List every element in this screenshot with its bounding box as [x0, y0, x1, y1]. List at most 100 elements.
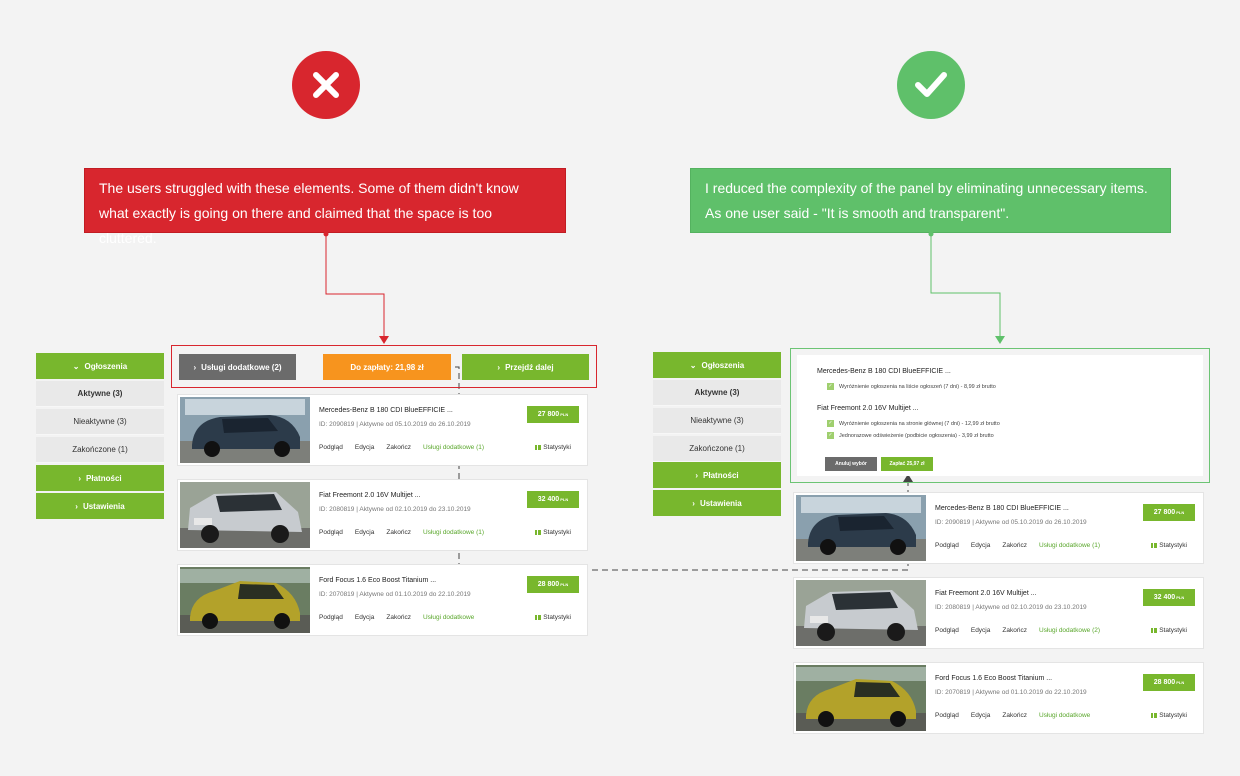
- car-photo-fiat: [180, 482, 310, 548]
- listing-title[interactable]: Ford Focus 1.6 Eco Boost Titanium ...: [935, 675, 1053, 682]
- stats-link[interactable]: Statystyki: [1151, 542, 1187, 549]
- edit-link[interactable]: Edycja: [970, 542, 991, 549]
- sidebar-nieaktywne[interactable]: Nieaktywne (3): [653, 408, 781, 434]
- end-link[interactable]: Zakończ: [1002, 712, 1027, 719]
- edit-link[interactable]: Edycja: [970, 627, 991, 634]
- listing-title[interactable]: Ford Focus 1.6 Eco Boost Titanium ...: [319, 577, 437, 584]
- stats-link[interactable]: Statystyki: [1151, 712, 1187, 719]
- bar-chart-icon: [1151, 543, 1158, 548]
- sidebar-ustawienia[interactable]: ›Ustawienia: [653, 490, 781, 516]
- stats-link[interactable]: Statystyki: [535, 444, 571, 451]
- chevron-right-icon: ›: [78, 473, 82, 483]
- car-photo-fiat: [796, 580, 926, 646]
- problem-callout: The users struggled with these elements.…: [84, 168, 566, 246]
- sidebar-ustawienia[interactable]: ›Ustawienia: [36, 493, 164, 519]
- chevron-right-icon: ›: [75, 501, 78, 511]
- listing-title[interactable]: Mercedes-Benz B 180 CDI BlueEFFICIE ...: [319, 407, 453, 414]
- preview-link[interactable]: Podgląd: [935, 627, 959, 634]
- chevron-down-icon: ⌄: [689, 360, 697, 370]
- toolbar-highlight-box: [171, 345, 597, 388]
- car-photo-ford: [180, 567, 310, 633]
- bar-chart-icon: [1151, 713, 1158, 718]
- next-button[interactable]: ›Przejdź dalej: [462, 354, 589, 380]
- stats-link[interactable]: Statystyki: [1151, 627, 1187, 634]
- preview-link[interactable]: Podgląd: [935, 542, 959, 549]
- edit-link[interactable]: Edycja: [354, 614, 375, 621]
- listing-meta: ID: 2090819 | Aktywne od 05.10.2019 do 2…: [935, 519, 1087, 526]
- listing-title[interactable]: Mercedes-Benz B 180 CDI BlueEFFICIE ...: [935, 505, 1069, 512]
- edit-link[interactable]: Edycja: [354, 444, 375, 451]
- extra-services-link[interactable]: Usługi dodatkowe (1): [422, 444, 485, 451]
- pay-button[interactable]: Zapłać 25,97 zł: [881, 457, 933, 471]
- sidebar-platnosci[interactable]: ›Płatności: [653, 462, 781, 488]
- extra-services-link[interactable]: Usługi dodatkowe (1): [1038, 542, 1101, 549]
- listing-card[interactable]: Fiat Freemont 2.0 16V Multijet ... ID: 2…: [793, 577, 1204, 649]
- summary-item[interactable]: ✓Wyróżnienie ogłoszenia na liście ogłosz…: [827, 383, 996, 390]
- to-pay-button[interactable]: Do zapłaty: 21,98 zł: [323, 354, 451, 380]
- payment-summary-panel: Mercedes-Benz B 180 CDI BlueEFFICIE ... …: [790, 348, 1210, 483]
- error-cross-icon: [292, 51, 360, 119]
- edit-link[interactable]: Edycja: [354, 529, 375, 536]
- preview-link[interactable]: Podgląd: [319, 444, 343, 451]
- sidebar-ogloszenia[interactable]: ⌄Ogłoszenia: [653, 352, 781, 378]
- stats-link[interactable]: Statystyki: [535, 614, 571, 621]
- sidebar-ogloszenia[interactable]: ⌄Ogłoszenia: [36, 353, 164, 379]
- listing-meta: ID: 2080819 | Aktywne od 02.10.2019 do 2…: [935, 604, 1087, 611]
- summary-item[interactable]: ✓Jednorazowe odświeżenie (podbicie ogłos…: [827, 432, 994, 439]
- bar-chart-icon: [1151, 628, 1158, 633]
- sidebar-platnosci[interactable]: ›Płatności: [36, 465, 164, 491]
- listing-card[interactable]: Mercedes-Benz B 180 CDI BlueEFFICIE ... …: [793, 492, 1204, 564]
- preview-link[interactable]: Podgląd: [319, 529, 343, 536]
- checkbox-icon[interactable]: ✓: [827, 383, 834, 390]
- listing-meta: ID: 2070819 | Aktywne od 01.10.2019 do 2…: [935, 689, 1087, 696]
- car-photo-mercedes: [796, 495, 926, 561]
- sidebar-nieaktywne[interactable]: Nieaktywne (3): [36, 409, 164, 435]
- sidebar-aktywne[interactable]: Aktywne (3): [36, 381, 164, 407]
- sidebar-aktywne[interactable]: Aktywne (3): [653, 380, 781, 406]
- extra-services-button[interactable]: ›Usługi dodatkowe (2): [179, 354, 296, 380]
- summary-item[interactable]: ✓Wyróżnienie ogłoszenia na stronie główn…: [827, 420, 1000, 427]
- bar-chart-icon: [535, 615, 542, 620]
- listing-card[interactable]: Ford Focus 1.6 Eco Boost Titanium ... ID…: [793, 662, 1204, 734]
- listing-title[interactable]: Fiat Freemont 2.0 16V Multijet ...: [935, 590, 1037, 597]
- stats-link[interactable]: Statystyki: [535, 529, 571, 536]
- sidebar-zakonczone[interactable]: Zakończone (1): [653, 436, 781, 462]
- car-photo-mercedes: [180, 397, 310, 463]
- chevron-right-icon: ›: [692, 498, 695, 508]
- listing-card[interactable]: Fiat Freemont 2.0 16V Multijet ... ID: 2…: [177, 479, 588, 551]
- listing-card[interactable]: Ford Focus 1.6 Eco Boost Titanium ... ID…: [177, 564, 588, 636]
- bar-chart-icon: [535, 530, 542, 535]
- car-photo-ford: [796, 665, 926, 731]
- preview-link[interactable]: Podgląd: [319, 614, 343, 621]
- summary-car-title: Fiat Freemont 2.0 16V Multijet ...: [817, 405, 919, 412]
- extra-services-link[interactable]: Usługi dodatkowe (2): [1038, 627, 1101, 634]
- bar-chart-icon: [535, 445, 542, 450]
- success-check-icon: [897, 51, 965, 119]
- end-link[interactable]: Zakończ: [386, 444, 411, 451]
- edit-link[interactable]: Edycja: [970, 712, 991, 719]
- listing-meta: ID: 2080819 | Aktywne od 02.10.2019 do 2…: [319, 506, 471, 513]
- listing-card[interactable]: Mercedes-Benz B 180 CDI BlueEFFICIE ... …: [177, 394, 588, 466]
- extra-services-link[interactable]: Usługi dodatkowe: [422, 614, 475, 621]
- chevron-right-icon: ›: [497, 362, 501, 372]
- end-link[interactable]: Zakończ: [386, 614, 411, 621]
- end-link[interactable]: Zakończ: [1002, 627, 1027, 634]
- listing-title[interactable]: Fiat Freemont 2.0 16V Multijet ...: [319, 492, 421, 499]
- end-link[interactable]: Zakończ: [1002, 542, 1027, 549]
- cancel-selection-button[interactable]: Anuluj wybór: [825, 457, 877, 471]
- checkbox-icon[interactable]: ✓: [827, 420, 834, 427]
- listing-meta: ID: 2090819 | Aktywne od 05.10.2019 do 2…: [319, 421, 471, 428]
- checkbox-icon[interactable]: ✓: [827, 432, 834, 439]
- chevron-right-icon: ›: [193, 362, 197, 372]
- extra-services-link[interactable]: Usługi dodatkowe: [1038, 712, 1091, 719]
- preview-link[interactable]: Podgląd: [935, 712, 959, 719]
- extra-services-link[interactable]: Usługi dodatkowe (1): [422, 529, 485, 536]
- sidebar-zakonczone[interactable]: Zakończone (1): [36, 437, 164, 463]
- solution-callout: I reduced the complexity of the panel by…: [690, 168, 1171, 233]
- end-link[interactable]: Zakończ: [386, 529, 411, 536]
